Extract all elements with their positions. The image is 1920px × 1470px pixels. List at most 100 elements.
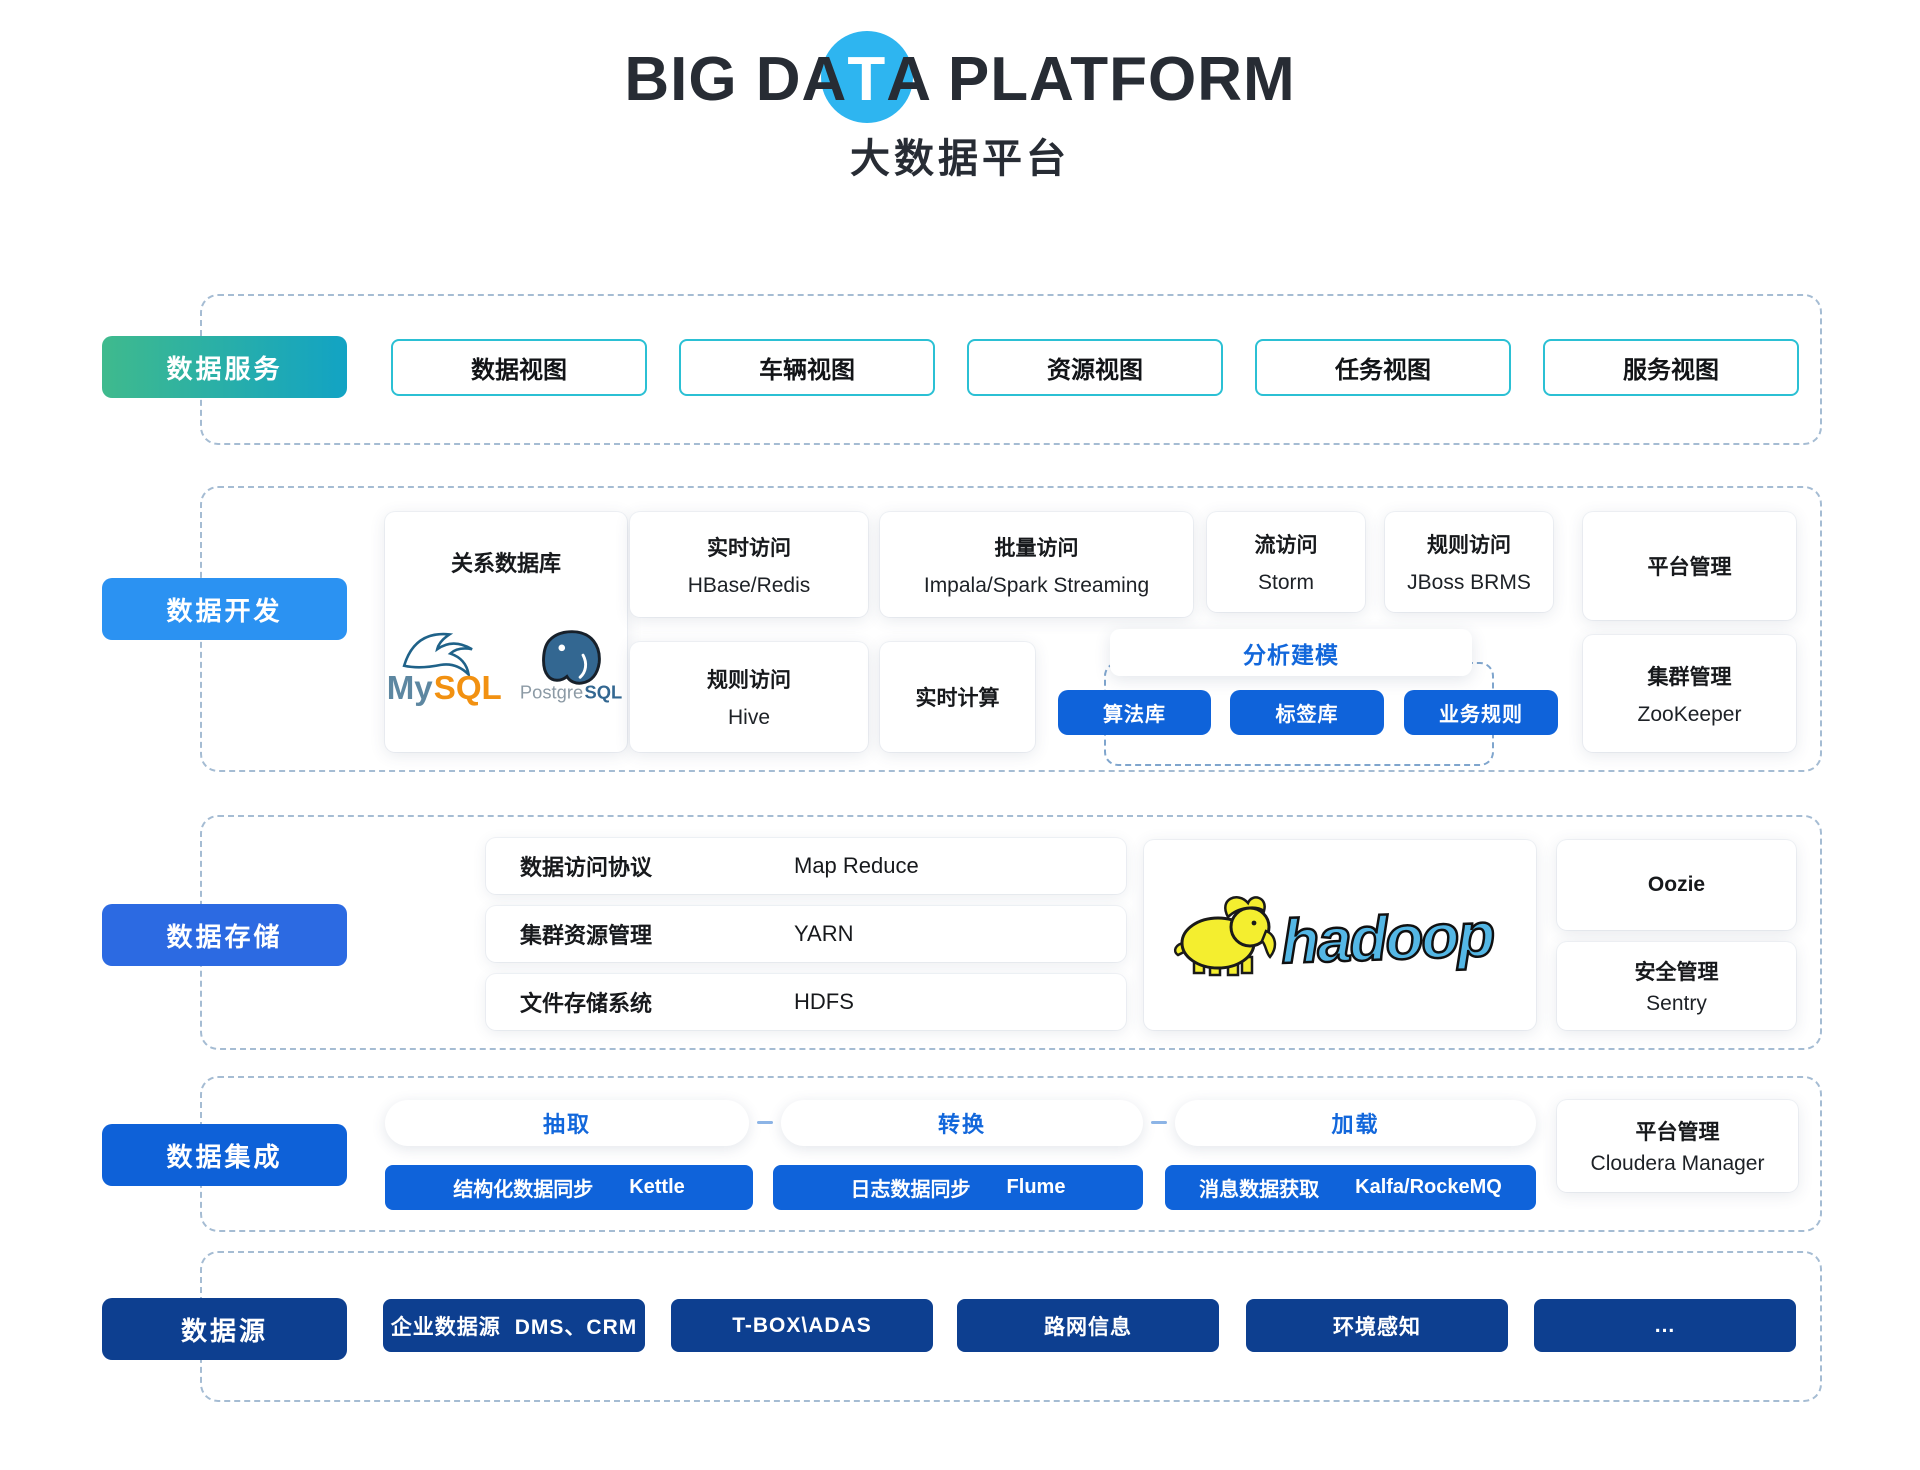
relational-db-card: 关系数据库 My SQL Postgre SQL [385,512,627,752]
card-title: 实时访问 [707,536,791,560]
bar-name: 日志数据同步 [850,1179,971,1201]
resource-view-box: 资源视图 [967,339,1223,396]
rule-access-jboss-card: 规则访问 JBoss BRMS [1385,512,1553,612]
step-load-pill: 加载 [1175,1100,1536,1146]
card-tech: Sentry [1646,992,1707,1015]
band-label-data-storage: 数据存储 [102,904,347,966]
relational-db-title: 关系数据库 [450,551,561,576]
page-title: BIG DATA PLATFORM [0,44,1920,115]
source-name: ... [1654,1313,1676,1337]
mysql-logo: My SQL [387,632,502,707]
step-connector [757,1121,773,1124]
environment-sensing-box: 环境感知 [1246,1299,1508,1352]
bar-tool: Kalfa/RockeMQ [1355,1176,1502,1198]
card-tech: Storm [1257,571,1314,594]
storage-row-name: 集群资源管理 [520,923,653,948]
step-extract-pill: 抽取 [385,1100,749,1146]
source-detail: DMS、CRM [514,1315,638,1339]
batch-access-card: 批量访问 Impala/Spark Streaming [880,512,1193,617]
band-label-data-integration: 数据集成 [102,1124,347,1186]
bar-name: 消息数据获取 [1199,1179,1320,1201]
realtime-access-card: 实时访问 HBase/Redis [630,512,868,617]
bar-tool: Kettle [629,1176,685,1198]
more-sources-box: ... [1534,1299,1796,1352]
modeling-title-box: 分析建模 [1110,629,1472,676]
bar-name: 结构化数据同步 [453,1179,594,1201]
platform-mgmt-card: 平台管理 [1583,512,1796,620]
hadoop-logo: hadoop [1173,896,1496,978]
band-data-development: 数据开发 关系数据库 My SQL Postgre SQL 实时访问 HBase… [102,486,1822,772]
card-title: 平台管理 [1647,556,1732,579]
source-name: 路网信息 [1044,1315,1132,1339]
cloudera-manager-card: 平台管理 Cloudera Manager [1557,1100,1798,1192]
algorithm-library-chip: 算法库 [1058,690,1211,735]
band-label-data-development: 数据开发 [102,578,347,640]
security-mgmt-card: 安全管理 Sentry [1557,942,1796,1030]
source-name: 企业数据源 [390,1315,501,1339]
service-view-box: 服务视图 [1543,339,1799,396]
tbox-adas-box: T-BOX\ADAS [671,1299,933,1352]
card-title: 安全管理 [1634,961,1719,984]
storage-row-hdfs: 文件存储系统 HDFS [486,974,1126,1030]
hadoop-elephant-icon [1173,896,1277,977]
rule-access-hive-card: 规则访问 Hive [630,642,868,752]
card-title: 流访问 [1254,534,1318,557]
storage-row-mapreduce: 数据访问协议 Map Reduce [486,838,1126,894]
card-title: 规则访问 [707,669,791,692]
title-part-post: A PLATFORM [886,45,1296,114]
step-transform-pill: 转换 [781,1100,1143,1146]
band-data-services: 数据服务 数据视图 车辆视图 资源视图 任务视图 服务视图 [102,294,1822,445]
stream-access-card: 流访问 Storm [1207,512,1365,612]
card-tech: Cloudera Manager [1590,1152,1765,1175]
business-rules-chip: 业务规则 [1404,690,1558,735]
message-data-fetch-bar: 消息数据获取 Kalfa/RockeMQ [1165,1165,1536,1210]
service-view-row: 数据视图 车辆视图 资源视图 任务视图 服务视图 [391,339,1799,396]
card-tech: Impala/Spark Streaming [923,573,1150,597]
card-tech: HBase/Redis [687,573,811,597]
card-tech: Hive [727,706,770,729]
card-tech: ZooKeeper [1637,702,1742,726]
title-part-pre: BIG DA [624,45,848,114]
cluster-mgmt-card: 集群管理 ZooKeeper [1583,635,1796,752]
band-data-sources: 数据源 企业数据源 DMS、CRM T-BOX\ADAS 路网信息 环境感知 .… [102,1251,1822,1402]
db-logo-row: My SQL Postgre SQL [385,618,627,710]
band-data-storage: 数据存储 数据访问协议 Map Reduce 集群资源管理 YARN 文件存储系… [102,815,1822,1050]
realtime-compute-card: 实时计算 [880,642,1035,752]
card-title: 平台管理 [1635,1121,1720,1144]
card-title: 集群管理 [1647,665,1732,689]
storage-row-name: 数据访问协议 [520,855,653,880]
mysql-wordmark-sql: SQL [434,670,502,707]
band-label-data-sources: 数据源 [102,1298,347,1360]
page-subtitle: 大数据平台 [850,137,1070,181]
vehicle-view-box: 车辆视图 [679,339,935,396]
storage-row-value: YARN [794,921,854,946]
card-title: 批量访问 [994,536,1079,560]
postgresql-wordmark-sql: SQL [584,682,622,703]
card-title: Oozie [1647,873,1706,896]
oozie-card: Oozie [1557,840,1796,930]
task-view-box: 任务视图 [1255,339,1511,396]
enterprise-datasource-box: 企业数据源 DMS、CRM [383,1299,645,1352]
hadoop-wordmark: hadoop [1280,901,1494,977]
step-connector [1151,1121,1167,1124]
tag-library-chip: 标签库 [1230,690,1384,735]
postgresql-elephant-icon [542,630,601,685]
data-view-box: 数据视图 [391,339,647,396]
storage-row-value: HDFS [794,989,854,1014]
road-network-box: 路网信息 [957,1299,1219,1352]
hadoop-card: hadoop [1144,840,1536,1030]
source-name: 环境感知 [1333,1315,1421,1339]
postgresql-wordmark-postgre: Postgre [520,682,583,703]
band-data-integration: 数据集成 抽取 转换 加载 结构化数据同步 Kettle 日志数据同步 Flum… [102,1076,1822,1232]
band-label-data-services: 数据服务 [102,336,347,398]
mysql-dolphin-icon [402,632,473,679]
postgresql-logo: Postgre SQL [520,630,622,703]
card-title: 实时计算 [915,687,1000,710]
storage-row-value: Map Reduce [794,853,919,878]
card-tech: JBoss BRMS [1407,571,1531,594]
storage-row-name: 文件存储系统 [520,991,653,1016]
storage-row-yarn: 集群资源管理 YARN [486,906,1126,962]
title-accent-letter: T [847,45,887,114]
log-data-sync-bar: 日志数据同步 Flume [773,1165,1143,1210]
card-title: 规则访问 [1427,534,1511,557]
